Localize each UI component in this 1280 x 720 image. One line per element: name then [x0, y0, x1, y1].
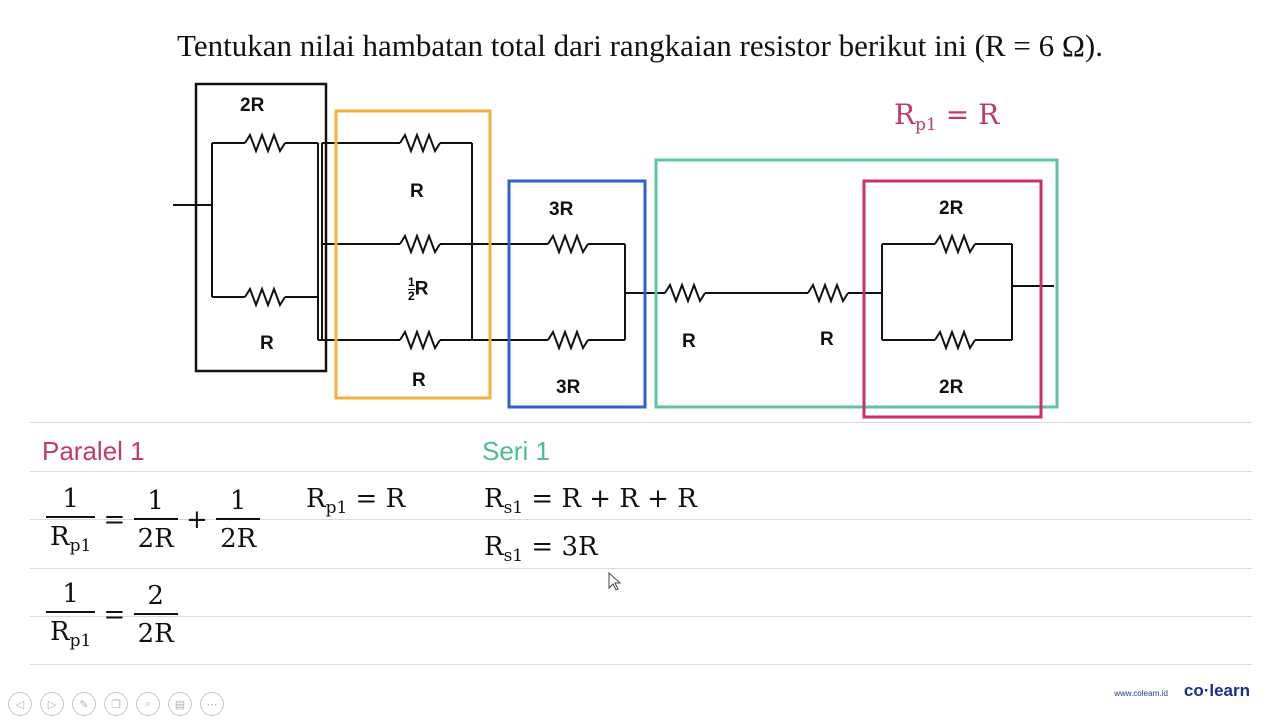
next-icon[interactable]: ▷	[40, 692, 64, 716]
equation-paralel-1: 1 Rp1 = 1 2R + 1 2R	[46, 484, 261, 556]
circuit-diagram	[173, 82, 1059, 419]
resistor-3r-bottom	[547, 329, 589, 351]
subtitles-icon[interactable]: ▤	[168, 692, 192, 716]
equation-seri-1b: Rs1 = 3R	[484, 532, 598, 566]
circuit-wires	[173, 132, 1054, 351]
more-icon[interactable]: ⋯	[200, 692, 224, 716]
zoom-icon[interactable]: ⌕	[136, 692, 160, 716]
resistor-r-series-2	[807, 282, 849, 304]
brand-logo: co·learn	[1183, 681, 1250, 700]
resistor-r-left	[244, 286, 286, 308]
rule-line	[30, 568, 1252, 569]
label-2r-pink-bottom: 2R	[939, 377, 964, 398]
slides-icon[interactable]: ❐	[104, 692, 128, 716]
box-orange	[334, 109, 492, 400]
label-half-r: 1 2 R	[408, 275, 429, 303]
rule-line	[30, 664, 1252, 665]
label-r-series-2: R	[820, 329, 834, 350]
box-green-seri	[654, 158, 1059, 409]
result-rp1: Rp1 = R	[306, 484, 406, 518]
heading-seri-1: Seri 1	[482, 436, 550, 466]
equation-paralel-2: 1 Rp1 = 2 2R	[46, 579, 178, 651]
resistor-half-r	[399, 233, 441, 255]
rule-line	[30, 422, 1252, 423]
label-r-orange-bottom: R	[412, 370, 426, 391]
box-pink-paralel	[862, 179, 1043, 419]
label-2r-pink-top: 2R	[939, 198, 964, 219]
label-r-orange-top: R	[410, 181, 424, 202]
cursor-icon	[608, 572, 622, 591]
heading-paralel-1: Paralel 1	[42, 436, 145, 466]
rule-line	[30, 519, 1252, 520]
pen-icon[interactable]: ✎	[72, 692, 96, 716]
resistor-2r-top	[934, 233, 976, 255]
box-paralel-left	[194, 82, 328, 373]
resistor-2r-left	[244, 132, 286, 154]
resistor-r-series-1	[664, 282, 706, 304]
label-3r-bottom: 3R	[556, 377, 581, 398]
rule-line	[30, 471, 1252, 472]
resistor-r-orange-top	[399, 132, 441, 154]
label-r-series-1: R	[682, 331, 696, 352]
annotation-rp1: Rp1 = R	[894, 98, 1000, 135]
question-title: Tentukan nilai hambatan total dari rangk…	[177, 28, 1103, 63]
resistor-r-orange-bottom	[399, 329, 441, 351]
brand-url: www.colearn.id	[1114, 689, 1168, 698]
equation-seri-1a: Rs1 = R + R + R	[484, 484, 697, 518]
label-3r-top: 3R	[549, 199, 574, 220]
label-2r-left: 2R	[240, 95, 265, 116]
rule-line	[30, 616, 1252, 617]
prev-icon[interactable]: ◁	[8, 692, 32, 716]
box-blue	[507, 179, 647, 409]
resistor-3r-top	[547, 233, 589, 255]
label-r-left: R	[260, 333, 274, 354]
resistor-2r-bottom	[934, 329, 976, 351]
